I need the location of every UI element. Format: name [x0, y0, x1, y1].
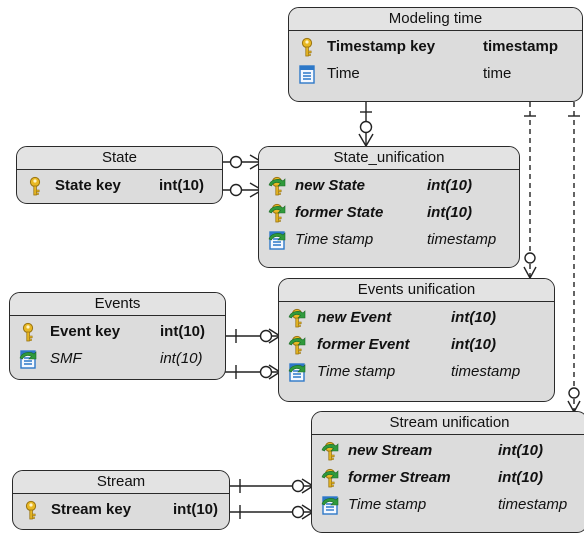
- column-name: Time stamp: [295, 231, 374, 248]
- column-icon: [299, 65, 315, 84]
- foreign-primary-key-icon: [268, 176, 286, 196]
- column-type: int(10): [451, 309, 496, 326]
- column-row[interactable]: Timestamp key timestamp: [289, 33, 582, 60]
- column-row[interactable]: former Event int(10): [279, 331, 554, 358]
- relation-time-state-unification: [358, 102, 374, 147]
- column-type: int(10): [173, 501, 218, 518]
- column-type: int(10): [498, 469, 543, 486]
- column-type: int(10): [160, 350, 203, 367]
- relation-stream-new-stream: [228, 478, 314, 494]
- entity-events-unification[interactable]: Events unification new Event int(10) for…: [278, 278, 555, 402]
- column-type: int(10): [427, 204, 472, 221]
- foreign-key-column-icon: [268, 231, 286, 250]
- column-name: Time stamp: [317, 363, 396, 380]
- relation-time-stream-unification: [567, 102, 581, 413]
- entity-title: State: [17, 147, 222, 170]
- foreign-primary-key-icon: [321, 441, 339, 461]
- column-type: timestamp: [451, 363, 521, 380]
- column-name: Event key: [50, 323, 121, 340]
- column-type: timestamp: [483, 38, 559, 55]
- column-name: new State: [295, 177, 366, 194]
- relation-events-new-event: [224, 328, 281, 344]
- column-row[interactable]: Event key int(10): [10, 318, 225, 345]
- column-name: new Stream: [348, 442, 433, 459]
- column-row[interactable]: Stream key int(10): [13, 496, 229, 523]
- primary-key-icon: [25, 500, 37, 520]
- column-type: timestamp: [427, 231, 497, 248]
- entity-title: Modeling time: [289, 8, 582, 31]
- relation-state-new-state: [221, 154, 263, 170]
- entity-title: State_unification: [259, 147, 519, 170]
- primary-key-icon: [29, 176, 41, 196]
- column-row[interactable]: new Event int(10): [279, 304, 554, 331]
- entity-title: Events: [10, 293, 225, 316]
- column-name: Time stamp: [348, 496, 427, 513]
- entity-title: Events unification: [279, 279, 554, 302]
- entity-stream[interactable]: Stream Stream key int(10): [12, 470, 230, 530]
- column-row[interactable]: former State int(10): [259, 199, 519, 226]
- column-name: former Event: [317, 336, 410, 353]
- entity-title: Stream: [13, 471, 229, 494]
- column-name: State key: [55, 177, 121, 194]
- primary-key-icon: [22, 322, 34, 342]
- column-row[interactable]: former Stream int(10): [312, 464, 584, 491]
- foreign-primary-key-icon: [321, 468, 339, 488]
- primary-key-icon: [301, 37, 313, 57]
- foreign-key-column-icon: [288, 363, 306, 382]
- column-type: int(10): [159, 177, 204, 194]
- column-type: time: [483, 65, 512, 82]
- entity-title: Stream unification: [312, 412, 584, 435]
- column-type: int(10): [498, 442, 543, 459]
- column-name: SMF: [50, 350, 82, 367]
- relation-stream-former-stream: [228, 504, 314, 520]
- column-name: Timestamp key: [327, 38, 436, 55]
- entity-modeling-time[interactable]: Modeling time Timestamp key timestamp Ti…: [288, 7, 583, 102]
- column-name: former Stream: [348, 469, 451, 486]
- column-type: int(10): [160, 323, 205, 340]
- column-name: new Event: [317, 309, 392, 326]
- entity-state-unification[interactable]: State_unification new State int(10) form…: [258, 146, 520, 268]
- column-type: int(10): [427, 177, 472, 194]
- column-row[interactable]: Time stamp timestamp: [279, 358, 554, 385]
- relation-time-events-unification: [523, 102, 537, 279]
- foreign-key-column-icon: [19, 350, 37, 369]
- column-row[interactable]: new Stream int(10): [312, 437, 584, 464]
- column-type: int(10): [451, 336, 496, 353]
- column-name: Time: [327, 65, 360, 82]
- relation-state-former-state: [221, 182, 263, 198]
- column-row[interactable]: State key int(10): [17, 172, 222, 199]
- relation-events-former-event: [224, 364, 281, 380]
- foreign-key-column-icon: [321, 496, 339, 515]
- foreign-primary-key-icon: [268, 203, 286, 223]
- foreign-primary-key-icon: [288, 335, 306, 355]
- entity-stream-unification[interactable]: Stream unification new Stream int(10) fo…: [311, 411, 584, 533]
- column-row[interactable]: Time time: [289, 60, 582, 87]
- entity-state[interactable]: State State key int(10): [16, 146, 223, 204]
- column-row[interactable]: Time stamp timestamp: [312, 491, 584, 518]
- column-row[interactable]: SMF int(10): [10, 345, 225, 372]
- foreign-primary-key-icon: [288, 308, 306, 328]
- column-type: timestamp: [498, 496, 568, 513]
- column-name: Stream key: [51, 501, 132, 518]
- column-row[interactable]: new State int(10): [259, 172, 519, 199]
- column-name: former State: [295, 204, 384, 221]
- column-row[interactable]: Time stamp timestamp: [259, 226, 519, 253]
- entity-events[interactable]: Events Event key int(10) SMF int(10): [9, 292, 226, 380]
